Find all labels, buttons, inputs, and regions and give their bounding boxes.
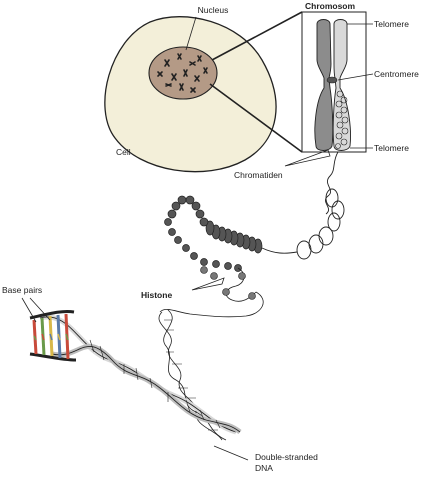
base-pair-ladder [29, 310, 77, 362]
dsdna-label-line1: Double-stranded [255, 452, 318, 462]
chromatid-pointer [284, 149, 331, 167]
nucleus [148, 46, 218, 100]
chromatid-label: Chromatiden [234, 170, 283, 180]
nucleus-chromosomes [157, 53, 208, 93]
dna-double-helix [39, 314, 242, 435]
base-pairs-label: Base pairs [2, 285, 42, 295]
centromere-label: Centromere [374, 69, 419, 79]
base-pairs-pointer-2 [29, 297, 51, 321]
base-pairs-pointer-1 [21, 297, 37, 323]
chromatin-fiber [261, 151, 345, 260]
chromatin-coils [335, 90, 349, 149]
centromere-mark [326, 76, 338, 84]
zoom-line-lower [209, 83, 303, 153]
histone-label: Histone [141, 290, 172, 300]
nucleus-pointer [185, 16, 197, 51]
nucleosome-string [159, 266, 264, 318]
chromatid-left [314, 19, 334, 151]
chromosome-panel [301, 11, 367, 153]
nucleus-label: Nucleus [198, 5, 229, 15]
zoom-line-upper [211, 11, 303, 61]
telomere-bottom-label: Telomere [374, 143, 409, 153]
solenoid-fiber [164, 195, 263, 272]
dsdna-pointer [213, 445, 249, 461]
centromere-pointer [337, 73, 374, 81]
cell-label: Cell [116, 147, 131, 157]
chromosome-label: Chromosom [305, 1, 356, 11]
dsdna-label-line2: DNA [255, 463, 273, 473]
telomere-top-label: Telomere [374, 19, 409, 29]
